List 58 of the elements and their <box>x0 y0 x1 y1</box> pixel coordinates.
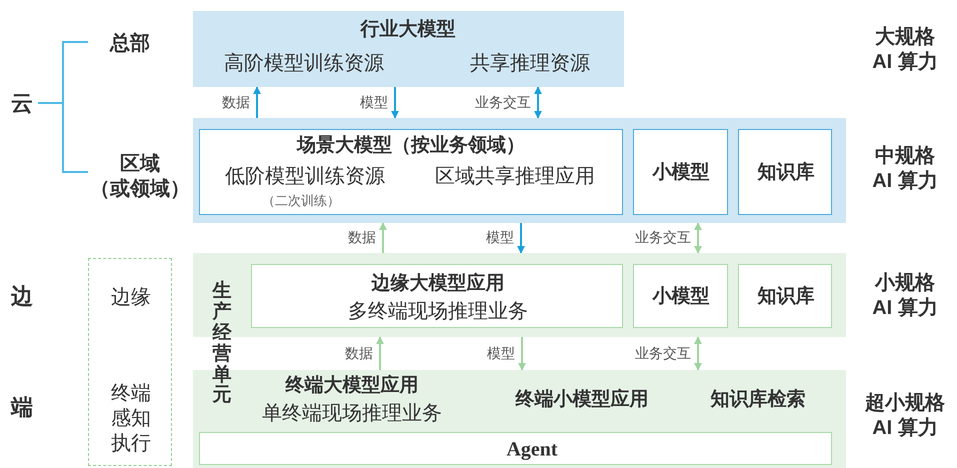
box-title: Agent <box>506 438 558 462</box>
box-text: （二次训练） <box>262 192 340 210</box>
arrow <box>253 86 261 118</box>
arrow <box>518 337 526 371</box>
box-title: 场景大模型（按业务领域） <box>297 134 525 158</box>
box-title: 知识库 <box>758 285 814 309</box>
model-box <box>633 264 728 328</box>
agent-box <box>199 432 832 465</box>
capacity-label: 小规格 AI 算力 <box>871 271 939 321</box>
edge-label: 数据 <box>222 94 250 112</box>
capacity-label: 超小规格 AI 算力 <box>864 391 946 441</box>
model-box <box>633 129 728 215</box>
arrow <box>379 222 387 253</box>
region-band <box>193 118 846 223</box>
box-title: 边缘大模型应用 <box>372 272 504 296</box>
dashed-box <box>88 258 172 466</box>
box-title: 终端大模型应用 <box>286 374 418 398</box>
box-title: 小模型 <box>652 161 710 185</box>
box-text: 单终端现场推理业务 <box>262 402 442 426</box>
edge-label: 模型 <box>486 229 514 247</box>
model-box <box>251 264 623 328</box>
arrow <box>376 336 384 370</box>
edge-label: 业务交互 <box>635 344 691 362</box>
arrow <box>694 222 702 254</box>
edge-label: 业务交互 <box>475 94 531 112</box>
knowledge-box <box>738 129 832 215</box>
box-text: 终端感知执行 <box>110 382 152 456</box>
box-title: 终端小模型应用 <box>516 388 648 412</box>
arrow <box>534 86 542 119</box>
arrow <box>391 87 399 119</box>
tier-label: 边 <box>11 282 33 310</box>
knowledge-box <box>738 264 832 328</box>
capacity-label: 中规格 AI 算力 <box>871 144 939 194</box>
box-text: 低阶模型训练资源 <box>225 164 385 190</box>
box-title: 行业大模型 <box>360 18 456 42</box>
arrow <box>517 223 525 254</box>
edge-label: 数据 <box>345 344 373 362</box>
box-text: 多终端现场推理业务 <box>348 300 528 324</box>
model-band <box>193 11 624 87</box>
edge-label: 模型 <box>360 94 388 112</box>
tier-label: 总部 <box>110 32 150 56</box>
arrow <box>694 336 702 371</box>
edge-label: 业务交互 <box>635 229 691 247</box>
box-text: 边缘 <box>111 286 151 310</box>
capacity-label: 大规格 AI 算力 <box>871 25 939 75</box>
box-title: 小模型 <box>652 285 710 309</box>
box-title: 知识库 <box>758 161 814 185</box>
edge-label: 数据 <box>348 229 376 247</box>
vertical-label: 生产经营单元 <box>212 281 232 407</box>
tier-label: 云 <box>11 89 33 117</box>
box-text: 区域共享推理应用 <box>435 164 595 190</box>
box-text: 高阶模型训练资源 <box>224 52 384 76</box>
tier-label: 区域（或领域） <box>89 152 191 202</box>
model-box <box>199 129 623 215</box>
box-text: 共享推理资源 <box>470 52 590 76</box>
edge-label: 模型 <box>487 344 515 362</box>
tier-label: 端 <box>11 393 33 421</box>
box-title: 知识库检索 <box>710 388 806 412</box>
